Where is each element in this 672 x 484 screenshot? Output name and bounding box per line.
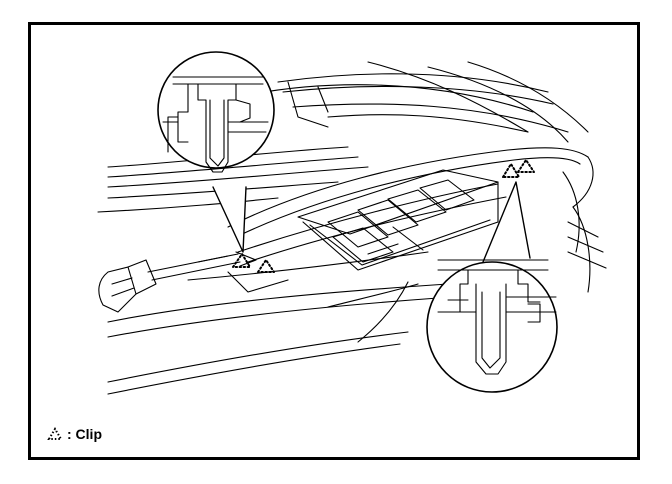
dashboard-lines bbox=[97, 61, 589, 213]
legend-text: : Clip bbox=[67, 426, 102, 442]
dotted-triangle-clip-icon bbox=[47, 427, 63, 440]
door-panel-lines bbox=[107, 251, 449, 395]
legend: : Clip bbox=[47, 426, 102, 442]
door-trim-illustration bbox=[97, 51, 607, 395]
screwdriver bbox=[98, 251, 257, 313]
clip-markers bbox=[232, 159, 535, 273]
armrest-trim bbox=[227, 147, 607, 293]
clip-detail-callout-2 bbox=[426, 181, 558, 393]
clip-detail-callout-1 bbox=[157, 51, 275, 253]
window-switch-panel bbox=[297, 169, 499, 271]
figure-frame bbox=[28, 22, 640, 460]
